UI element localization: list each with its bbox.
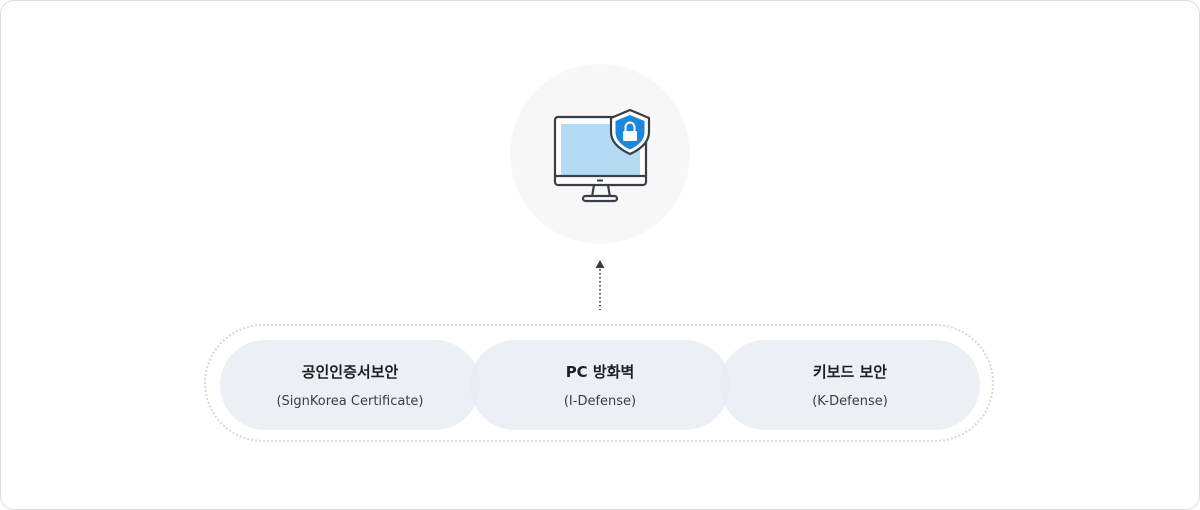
component-subtitle: (SignKorea Certificate) <box>276 394 424 409</box>
component-title: PC 방화벽 <box>565 363 635 381</box>
secure-monitor-icon <box>553 108 651 203</box>
component-certificate: 공인인증서보안 (SignKorea Certificate) <box>220 340 480 430</box>
security-components-group <box>204 324 994 442</box>
component-subtitle: (K-Defense) <box>812 394 888 409</box>
monitor-base <box>581 194 619 203</box>
shield-lock-icon <box>609 108 651 156</box>
component-keyboard: 키보드 보안 (K-Defense) <box>720 340 980 430</box>
component-subtitle: (I-Defense) <box>563 394 637 409</box>
component-firewall: PC 방화벽 (I-Defense) <box>470 340 730 430</box>
component-title: 공인인증서보안 <box>301 363 399 381</box>
component-title: 키보드 보안 <box>812 363 888 381</box>
dotted-up-arrow <box>595 260 605 310</box>
hub-circle <box>510 64 690 244</box>
